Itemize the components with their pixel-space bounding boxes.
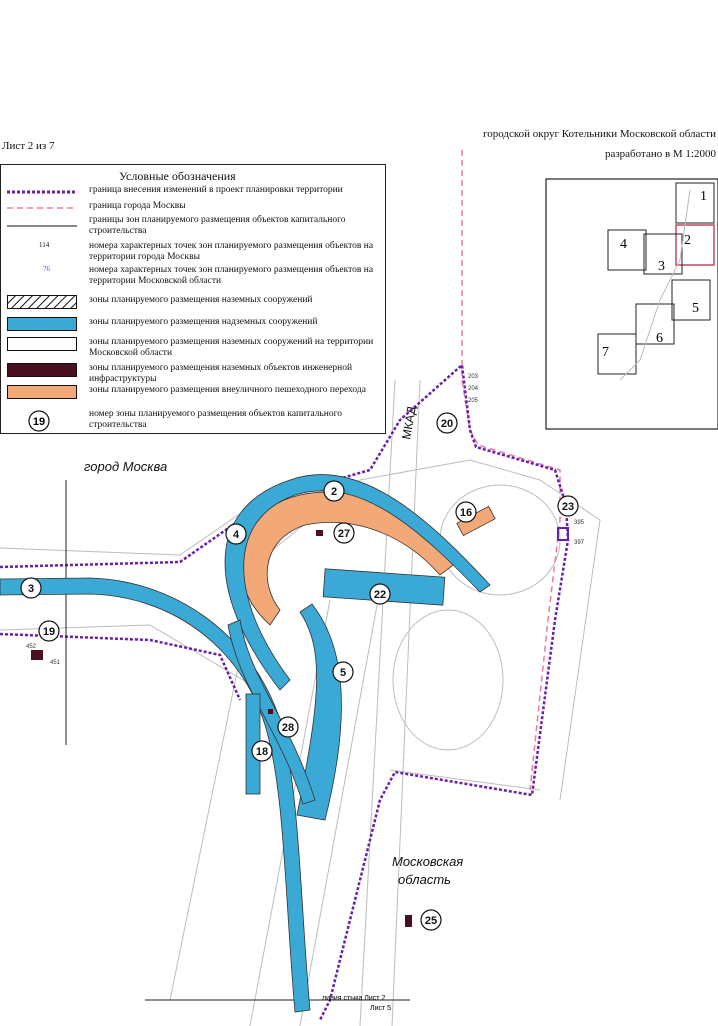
svg-text:1: 1	[700, 189, 707, 204]
keymap-inset: 1 2 3 4 5 6 7	[545, 178, 718, 430]
svg-text:204: 204	[468, 386, 479, 392]
svg-text:25: 25	[425, 915, 437, 927]
svg-text:16: 16	[460, 507, 472, 519]
point-numbers: 203 204 205 395 397 452 451	[26, 374, 585, 666]
place-mo-line1: Московская	[392, 854, 463, 869]
place-moscow: город Москва	[84, 459, 167, 474]
svg-text:20: 20	[441, 418, 453, 430]
zone-marker-23: 23	[557, 495, 579, 517]
scale-note: разработано в М 1:2000	[604, 148, 716, 160]
svg-text:203: 203	[468, 374, 479, 380]
svg-text:7: 7	[602, 345, 609, 360]
svg-text:451: 451	[50, 660, 61, 666]
zone-marker-22: 22	[369, 583, 391, 605]
svg-text:19: 19	[43, 626, 55, 638]
footer-join-1: линия стыка Лист 2	[322, 995, 385, 1002]
svg-text:28: 28	[282, 722, 294, 734]
okrug-title: городской округ Котельники Московской об…	[482, 128, 716, 140]
svg-text:395: 395	[574, 520, 585, 526]
svg-text:5: 5	[340, 667, 346, 679]
svg-text:3: 3	[658, 259, 665, 274]
svg-text:23: 23	[562, 501, 574, 513]
keymap-sheet-6	[635, 303, 675, 345]
engineering-25	[405, 915, 412, 927]
zone-marker-18: 18	[251, 740, 273, 762]
svg-text:22: 22	[374, 589, 386, 601]
legend-symbol-circle: 19	[28, 410, 50, 432]
zone-marker-19: 19	[38, 620, 60, 642]
svg-text:5: 5	[692, 301, 699, 316]
svg-text:27: 27	[338, 528, 350, 540]
engineering-28	[268, 709, 273, 714]
zone-marker-16: 16	[455, 501, 477, 523]
legend-symbol-orange	[7, 385, 77, 399]
footer-join-2: Лист 5	[370, 1005, 391, 1012]
zone-markers: 2 3 4 5 16 18 19 20 22 23 25 27 28	[20, 412, 579, 931]
zone-marker-2: 2	[323, 480, 345, 502]
svg-text:2: 2	[684, 233, 691, 248]
engineering-19	[31, 650, 43, 660]
pedestrian-zone-2	[239, 491, 461, 626]
svg-text:2: 2	[331, 486, 337, 498]
place-mo-line2: область	[398, 872, 451, 887]
svg-text:4: 4	[620, 237, 627, 252]
legend-symbol-dark	[7, 363, 77, 377]
zone-marker-25: 25	[420, 909, 442, 931]
legend-symbol-white	[7, 337, 77, 351]
legend: Условные обозначения граница внесения из…	[0, 164, 386, 434]
svg-text:3: 3	[28, 583, 34, 595]
overground-zone-5	[296, 603, 342, 821]
svg-text:18: 18	[256, 746, 268, 758]
keymap-sheet-4	[607, 229, 647, 271]
svg-text:205: 205	[468, 398, 479, 404]
zone-marker-5: 5	[332, 661, 354, 683]
engineering-27	[316, 530, 323, 536]
keymap-sheet-7	[597, 333, 637, 375]
keymap-sheet-5	[671, 279, 711, 321]
keymap-sheet-1	[675, 182, 715, 224]
legend-symbol-blue	[7, 317, 77, 331]
planning-boundary-south	[0, 632, 242, 701]
overground-zone-4	[224, 474, 491, 691]
engineering-23	[557, 527, 569, 541]
legend-symbol-pink-dashed	[7, 207, 77, 209]
keymap-sheet-2	[675, 224, 715, 266]
svg-text:452: 452	[26, 644, 37, 650]
keymap-sheet-3	[643, 233, 683, 275]
svg-text:6: 6	[656, 331, 663, 346]
zone-marker-4: 4	[225, 523, 247, 545]
zone-marker-28: 28	[277, 716, 299, 738]
zone-marker-3: 3	[20, 577, 42, 599]
zone-marker-27: 27	[333, 522, 355, 544]
moscow-boundary	[461, 150, 561, 791]
sheet-label: Лист 2 из 7	[2, 140, 55, 152]
svg-text:19: 19	[33, 416, 45, 428]
svg-text:397: 397	[574, 540, 585, 546]
place-mkad: МКАД	[399, 405, 419, 440]
legend-symbol-purple-dotted	[7, 190, 77, 194]
legend-symbol-black-line	[7, 225, 77, 227]
legend-symbol-hatched	[7, 295, 77, 309]
svg-text:4: 4	[233, 529, 240, 541]
zone-marker-20: 20	[436, 412, 458, 434]
legend-title: Условные обозначения	[119, 169, 236, 183]
